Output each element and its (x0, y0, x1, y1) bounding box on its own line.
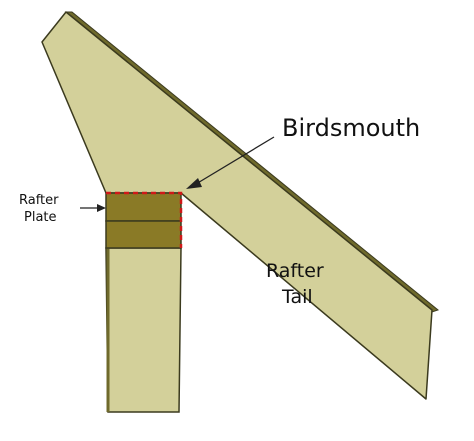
rafter-plate-arrow-head (97, 204, 106, 212)
wall-stud (105, 247, 182, 413)
birdsmouth-arrow-line (195, 136, 275, 185)
rafter-plate-upper-board (105, 192, 182, 222)
rafter-tail-label-line2: Tail (281, 286, 313, 308)
rafter-plate-label-line2: Plate (24, 210, 57, 225)
rafter-body (41, 11, 433, 400)
rafter-plate-label-line1: Rafter (19, 193, 59, 208)
rafter-tail-label-line1: Rafter (266, 260, 324, 282)
birdsmouth-label: Birdsmouth (282, 114, 420, 142)
birdsmouth-cut-outline (106, 191, 183, 248)
rafter-plate-lower-board (105, 220, 182, 249)
birdsmouth-arrow-head (186, 178, 202, 189)
